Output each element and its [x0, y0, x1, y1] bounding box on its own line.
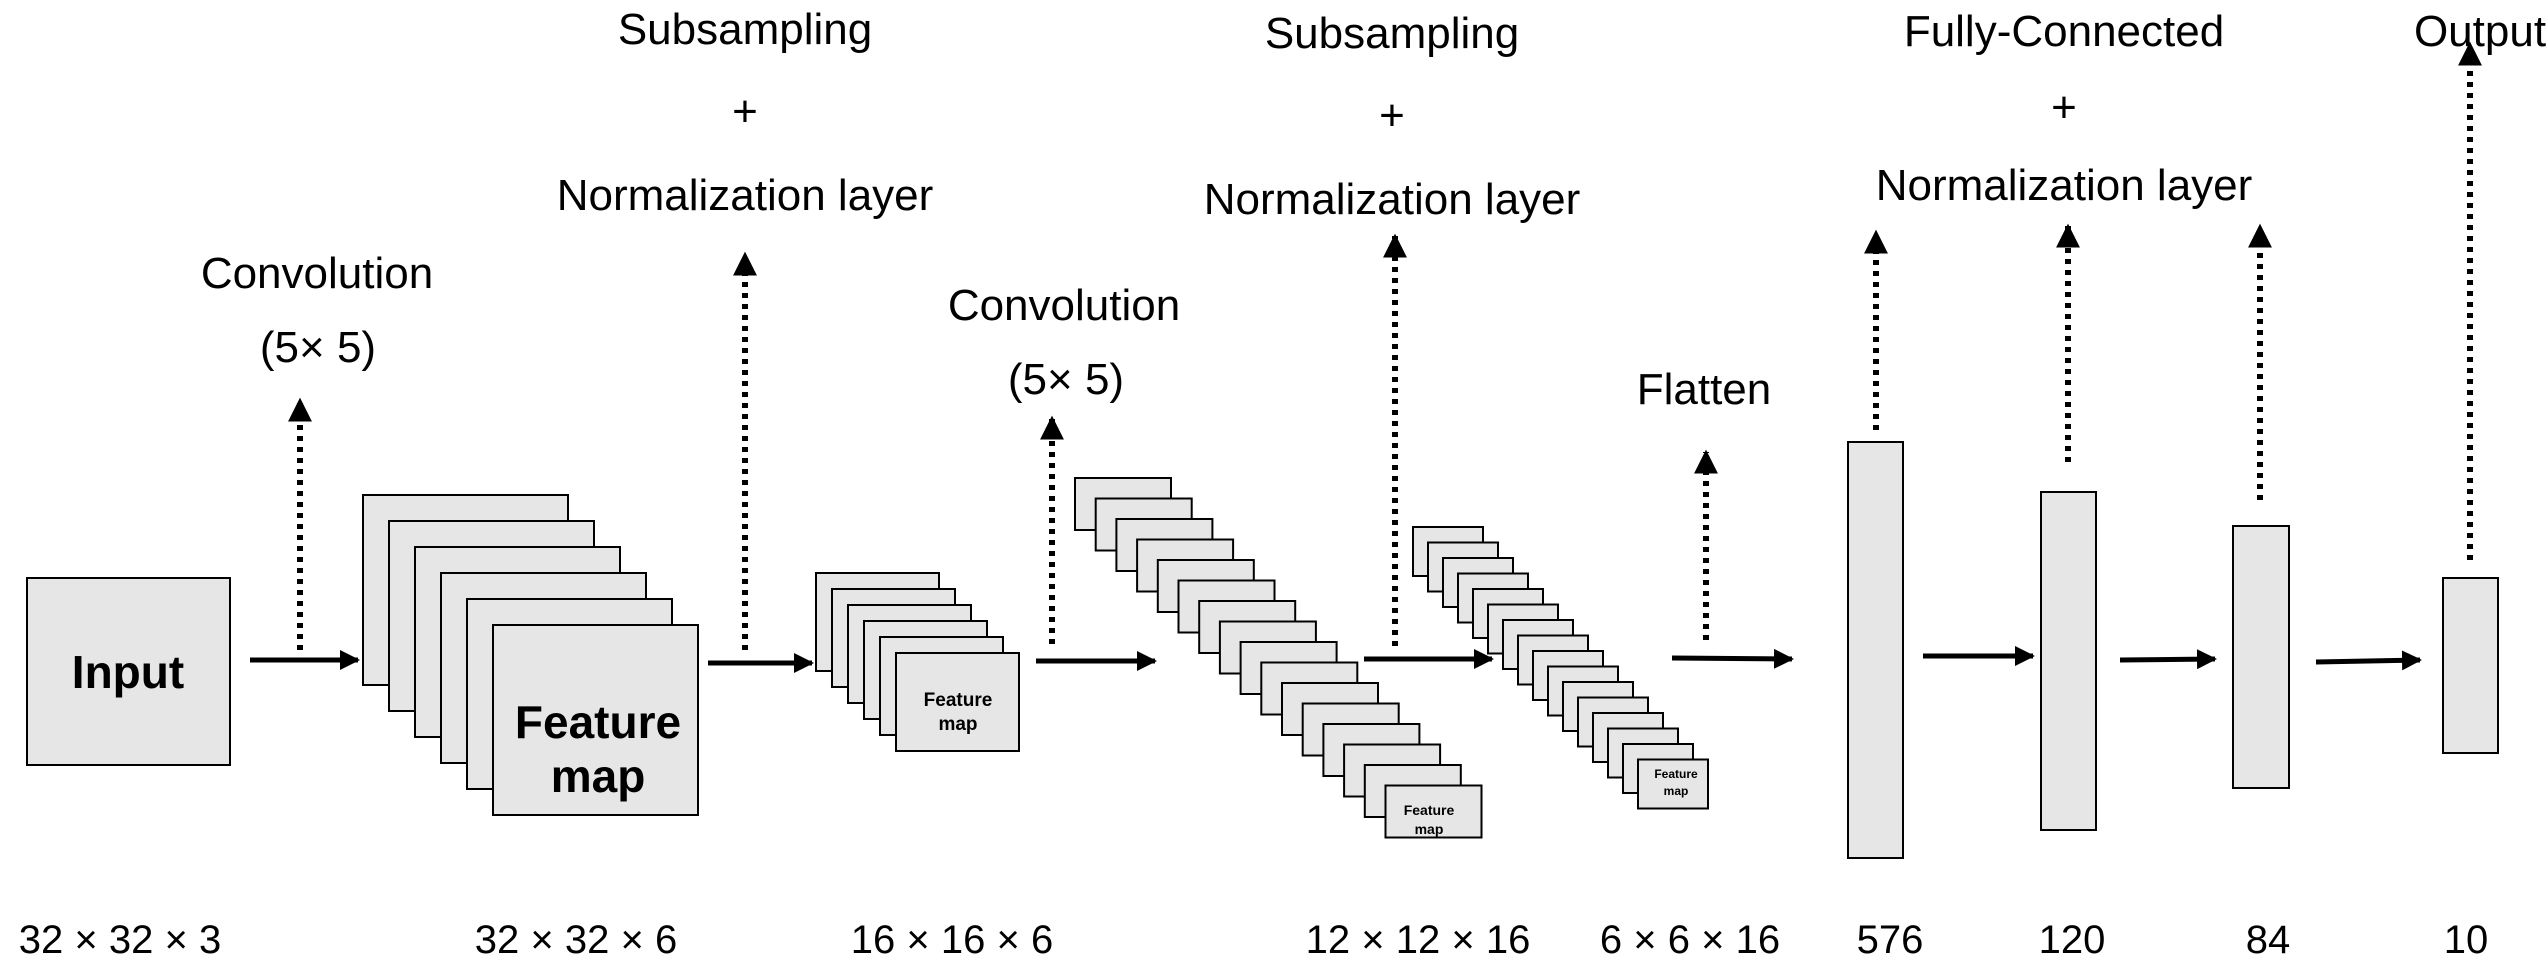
conv2-feature-map-stack — [1074, 477, 1483, 839]
dim-label-pool2: 6 × 6 × 16 — [1600, 918, 1780, 962]
fc-bar-576 — [1847, 441, 1904, 859]
normalization-label-1: Normalization layer — [557, 171, 934, 220]
dim-label-output: 10 — [2444, 918, 2489, 962]
normalization-label-3: Normalization layer — [1876, 161, 2253, 210]
feature-map-rect — [1637, 758, 1709, 810]
feature-map-label-small-line2: map — [1415, 821, 1444, 837]
feature-map-label-tiny-line2: map — [1664, 784, 1689, 798]
flatten-label: Flatten — [1637, 365, 1772, 414]
plus-label-1: + — [732, 87, 758, 136]
plus-label-2: + — [1379, 91, 1405, 140]
feature-map-label-tiny-line1: Feature — [1654, 767, 1698, 781]
dim-label-input: 32 × 32 × 3 — [19, 918, 221, 962]
kernel-size-label-1: (5× 5) — [260, 323, 376, 372]
dim-label-fc2: 120 — [2039, 918, 2106, 962]
input-box — [26, 577, 231, 766]
kernel-size-label-2: (5× 5) — [1008, 355, 1124, 404]
dim-label-conv2: 12 × 12 × 16 — [1306, 918, 1531, 962]
feature-map-rect — [895, 652, 1020, 752]
fc-bar-120 — [2040, 491, 2097, 831]
input-label: Input — [72, 646, 184, 698]
feature-map-label-large-line1: Feature — [515, 696, 681, 748]
dim-label-conv1: 32 × 32 × 6 — [475, 918, 677, 962]
fc-bar-84 — [2232, 525, 2290, 789]
arrow-fc3-to-output — [2315, 650, 2422, 671]
fully-connected-label: Fully-Connected — [1904, 7, 2224, 56]
conv1-feature-map-stack — [362, 494, 699, 816]
subsampling-label-1: Subsampling — [618, 5, 872, 54]
dim-label-fc1: 576 — [1857, 918, 1924, 962]
feature-map-rect — [492, 624, 699, 816]
arrow-pool2-to-fc1 — [1671, 648, 1794, 669]
convolution-label-1: Convolution — [201, 249, 433, 298]
output-bar — [2442, 577, 2499, 754]
pool2-feature-map-stack — [1412, 526, 1709, 810]
normalization-label-2: Normalization layer — [1204, 175, 1581, 224]
subsampling-label-2: Subsampling — [1265, 9, 1519, 58]
plus-label-3: + — [2051, 83, 2077, 132]
feature-map-rect — [1384, 784, 1483, 839]
feature-map-label-medium-line2: map — [938, 714, 977, 735]
feature-map-label-small-line1: Feature — [1404, 802, 1455, 818]
pool1-feature-map-stack — [815, 572, 1020, 752]
output-label: Output — [2414, 7, 2546, 56]
arrow-fc2-to-fc3 — [2119, 649, 2217, 670]
dim-label-fc3: 84 — [2246, 918, 2291, 962]
feature-map-label-large-line2: map — [551, 750, 646, 802]
feature-map-label-medium-line1: Feature — [924, 690, 993, 711]
convolution-label-2: Convolution — [948, 281, 1180, 330]
dim-label-pool1: 16 × 16 × 6 — [851, 918, 1053, 962]
